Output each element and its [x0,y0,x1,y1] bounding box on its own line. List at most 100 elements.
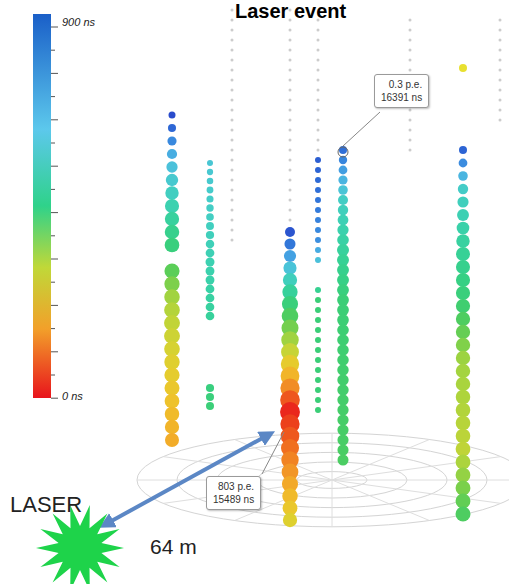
optical-module [231,229,234,232]
optical-module [165,394,180,409]
optical-module [499,29,502,32]
optical-module [206,276,215,285]
optical-module [289,69,292,72]
optical-module [337,394,348,405]
scale-label: 0 ns [62,390,83,402]
selected-module [338,147,348,157]
optical-module [317,119,320,122]
optical-module [499,79,502,82]
optical-module [231,19,234,22]
optical-module [337,404,348,415]
optical-module [206,285,215,294]
optical-module [338,175,347,184]
optical-module [499,119,502,122]
optical-module [315,217,321,223]
optical-module [165,225,179,239]
optical-module [317,109,320,112]
optical-module [315,307,321,313]
optical-module [231,149,234,152]
scale-ticks [51,27,58,398]
optical-module [409,139,412,142]
optical-module [167,149,177,159]
optical-module [231,199,234,202]
optical-module [289,209,292,212]
optical-module [207,160,213,166]
info-callout: 803 p.e.15489 ns [206,476,261,510]
optical-module [456,455,471,470]
optical-module [337,314,349,326]
optical-module [337,434,348,445]
floor-grid [137,433,509,527]
optical-module [289,189,292,192]
optical-module [317,29,320,32]
optical-module [206,258,215,267]
optical-module [169,112,176,119]
optical-module [456,234,469,247]
optical-module [285,227,295,237]
optical-module [165,420,179,434]
optical-module [338,185,348,195]
optical-module [456,429,471,444]
optical-module [409,39,412,42]
optical-module [289,149,292,152]
optical-module [337,354,348,365]
optical-module [206,240,215,249]
optical-module [456,260,470,274]
optical-module [289,119,292,122]
optical-module [499,99,502,102]
optical-module [283,513,297,527]
optical-module [338,195,348,205]
optical-module [457,209,469,221]
optical-module [409,29,412,32]
callout-text: 16391 ns [381,91,422,104]
optical-module [231,99,234,102]
optical-module [456,338,470,352]
optical-module [206,393,214,401]
optical-module [289,129,292,132]
optical-module [231,39,234,42]
optical-module [458,184,468,194]
optical-module [289,59,292,62]
optical-module [206,195,213,202]
optical-module [231,189,234,192]
optical-module [499,19,502,22]
optical-module [206,312,215,321]
optical-module [499,69,502,72]
optical-module [317,149,320,152]
optical-module [499,39,502,42]
optical-module [166,174,178,186]
optical-module [317,89,320,92]
optical-module [165,186,178,199]
optical-module [165,433,179,447]
callout-text: 15489 ns [213,493,254,506]
optical-module [337,444,348,455]
optical-module [456,286,470,300]
optical-module [166,161,177,172]
optical-module [315,347,321,353]
optical-module [289,79,292,82]
optical-module [231,179,234,182]
optical-module [458,171,468,181]
optical-module [337,344,349,356]
optical-module [315,327,321,333]
optical-module [164,354,179,369]
optical-module [289,179,292,182]
optical-module [231,119,234,122]
leader-line [343,112,380,146]
optical-module [289,89,292,92]
optical-module [409,119,412,122]
optical-module [456,299,470,313]
callout-text: 0.3 p.e. [381,78,422,91]
optical-module [315,387,321,393]
optical-module [456,351,470,365]
optical-module [165,238,180,253]
optical-module [315,197,321,203]
optical-module [339,166,348,175]
optical-module [315,207,321,213]
optical-module [231,219,234,222]
scale-label: 900 ns [62,16,95,28]
optical-module [231,209,234,212]
optical-module [165,407,180,422]
optical-module [456,364,470,378]
optical-module [337,334,349,346]
